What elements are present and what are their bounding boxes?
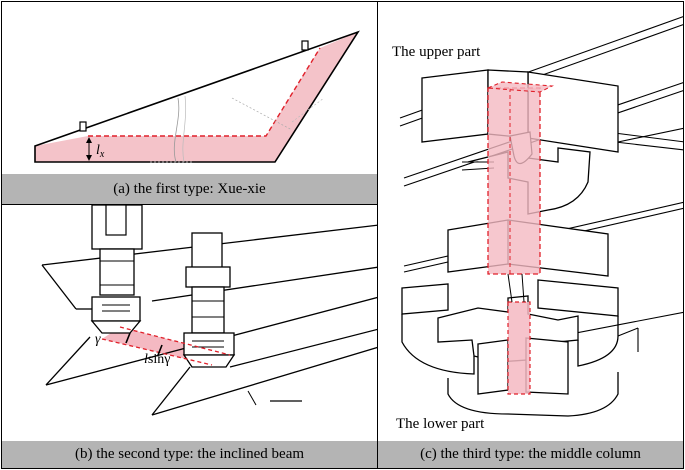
left-bracket-base [90,320,142,334]
left-column-neck [99,248,135,296]
length-label: lsinγ [144,352,170,367]
beam-upper-diagonal [151,266,377,302]
upper-block-left [421,69,489,143]
panel-b: γ lsinγ (b) the second type: the incline… [1,204,378,469]
lower-base [447,372,619,417]
stress-curve-3 [231,97,293,131]
right-column-collar [185,266,231,288]
right-column-neck [191,286,225,334]
lower-block-right [537,279,619,317]
lower-post-right [525,337,569,395]
angle-label: γ [95,332,101,347]
shear-zone-highlight [35,32,358,162]
panel-b-drawing: γ lsinγ [41,205,377,416]
panel-a: lx (a) the first type: Xue-xie [1,1,378,205]
lower-part-label: The lower part [396,416,485,432]
peg-right [301,40,309,51]
caption-a: (a) the first type: Xue-xie [2,174,377,204]
lower-curve-right [577,316,619,367]
tick-line [247,390,257,406]
beam-bottom-diagonal [151,346,377,416]
upper-column-highlight [487,87,541,275]
beam-lower-left [45,336,91,386]
lower-column-highlight [507,301,531,395]
rafter-10 [617,127,683,143]
upper-block-right [527,71,619,153]
stress-curve-1 [173,97,180,163]
left-bracket [91,296,141,322]
length-tick [157,344,163,356]
beam-mid-diagonal [229,328,377,368]
angle-tick [125,332,131,344]
stress-curve-4 [291,97,325,123]
panel-c-drawing: The upper part The lower part [392,16,683,432]
upper-column-top [487,81,555,93]
inclined-dash-top [119,326,231,356]
dim-arrow-bottom [86,155,92,161]
lower-curve-left [401,314,475,375]
caption-c: (c) the third type: the middle column [378,441,683,468]
panel-a-drawing: lx [34,30,360,163]
peg-left [79,121,87,132]
left-column-post [105,205,127,236]
dimension-label: lx [96,143,105,160]
right-bracket-base [182,354,236,368]
lower-post-left [477,339,509,395]
stress-curve-2 [182,95,186,163]
dim-arrow-top [86,137,92,143]
xue-xie-outline [34,30,360,163]
beam-left-slope [41,264,77,310]
beam-bottom-left [151,366,191,416]
lower-block-left [401,283,449,315]
shear-boundary-dashed [88,47,321,137]
right-bracket [183,332,235,356]
upper-part-label: The upper part [392,44,481,60]
panel-c: The upper part The lower part (c) the th… [377,1,684,469]
caption-b: (b) the second type: the inclined beam [2,441,377,468]
inclined-dash-bottom [101,338,213,366]
